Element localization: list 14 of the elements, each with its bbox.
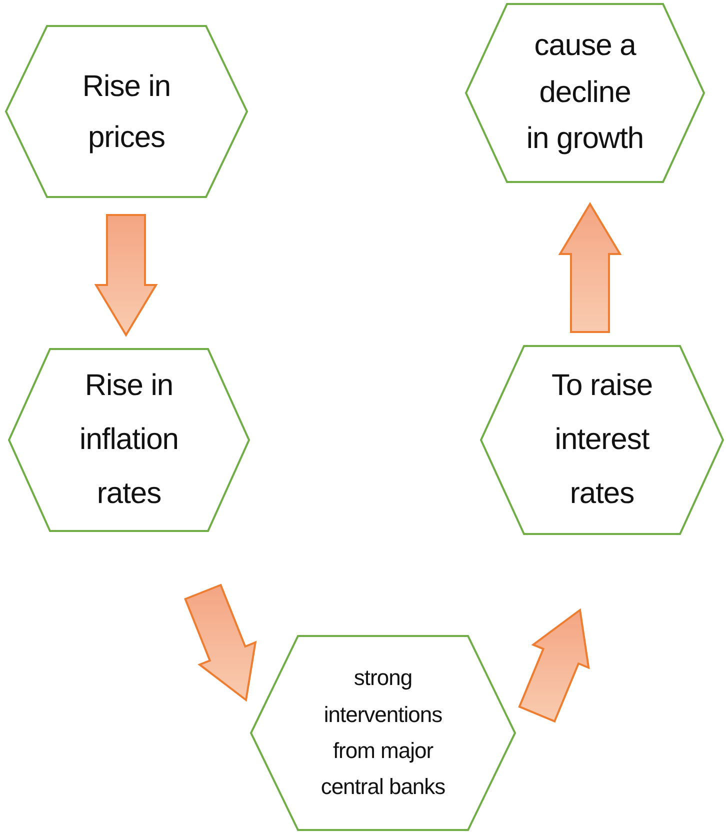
block-arrow [518, 608, 590, 723]
hexagon-node [8, 348, 250, 532]
node-text: Rise in prices [81, 68, 172, 156]
block-arrow [558, 202, 622, 333]
block-arrow [94, 214, 158, 337]
hexagon-node [480, 345, 724, 535]
node-text: To raise interest rates [550, 368, 654, 512]
node-text: Rise in inflation rates [78, 368, 180, 512]
hexagon-node [465, 3, 705, 183]
node-text: strong interventions from major central banks [320, 664, 446, 802]
node-text: cause a decline in growth [525, 28, 645, 158]
block-arrow [184, 584, 257, 702]
hexagon-node [5, 25, 248, 198]
hexagon-node [250, 635, 516, 831]
